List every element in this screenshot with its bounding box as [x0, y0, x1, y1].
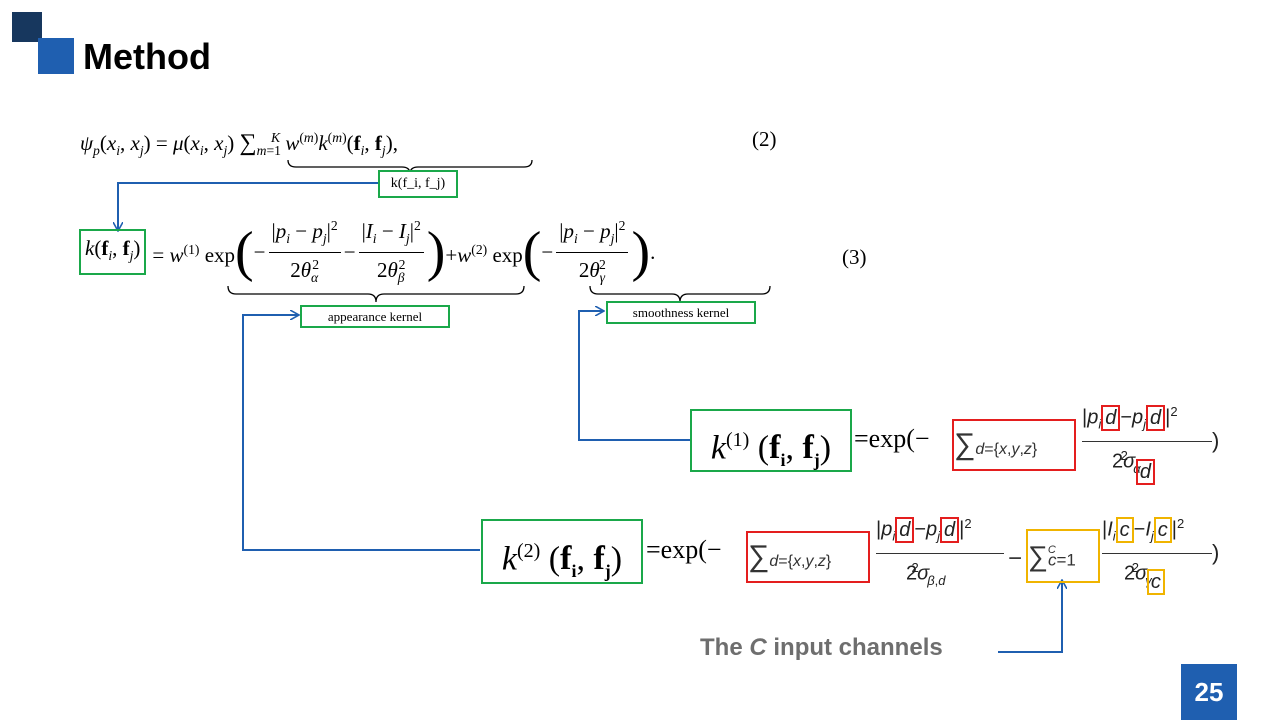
- k1-exp: =exp(−: [854, 424, 930, 453]
- k2-minus: −: [1008, 545, 1023, 572]
- smoothness-kernel-box: smoothness kernel: [606, 301, 756, 324]
- equation-2: ψp(xi, xj) = μ(xi, xj) ∑m=1K w(m)k(m)(fi…: [80, 130, 398, 159]
- equation-3-number: (3): [842, 245, 867, 269]
- input-channels-caption: The C input channels: [700, 634, 943, 662]
- k2-exp: =exp(−: [646, 535, 722, 564]
- title-square-blue: [38, 38, 74, 74]
- caption-rest: input channels: [773, 634, 943, 661]
- k1-close-paren: ): [1212, 428, 1220, 453]
- appearance-kernel-box: appearance kernel: [300, 305, 450, 328]
- page-number: 25: [1181, 664, 1237, 720]
- k2-fraction-line-2: [1102, 553, 1212, 554]
- k2-denominator-1: 2σβ,d2: [906, 560, 946, 588]
- equation-2-number: (2): [752, 127, 777, 151]
- appearance-kernel-label: appearance kernel: [327, 309, 423, 324]
- arrow-k-label: [118, 182, 378, 230]
- caption-c: C: [749, 634, 767, 661]
- slide-title: Method: [83, 36, 211, 77]
- k2-channel-sum-box: ∑c=1C: [1026, 529, 1100, 583]
- arrow-smoothness: [578, 311, 690, 441]
- k2-fraction-line-1: [876, 553, 1004, 554]
- k2-sum-box: ∑d={x,y,z}: [746, 531, 870, 583]
- smoothness-kernel-label: smoothness kernel: [632, 305, 730, 320]
- arrow-appearance: [242, 315, 480, 551]
- caption-the: The: [700, 634, 743, 661]
- brace-appearance: [227, 285, 525, 303]
- k2-box: k(2) (fi, fj): [481, 519, 643, 584]
- k1-fraction-line: [1082, 441, 1212, 442]
- title-square-dark: [12, 12, 42, 42]
- arrow-channels: [998, 581, 1062, 653]
- k-label-text: k(f_i, f_j): [390, 176, 446, 191]
- k-fi-fj-box: k(fi, fj): [79, 228, 147, 276]
- k1-sum-box: ∑d={x,y,z}: [952, 419, 1076, 471]
- k2-denominator-2: 2σγ2c: [1124, 560, 1179, 595]
- k2-close-paren: ): [1212, 540, 1220, 565]
- k1-box: k(1) (fi, fj): [690, 409, 852, 472]
- k1-denominator: 2σα2d: [1112, 448, 1169, 485]
- k-label-box: k(f_i, f_j): [378, 170, 458, 198]
